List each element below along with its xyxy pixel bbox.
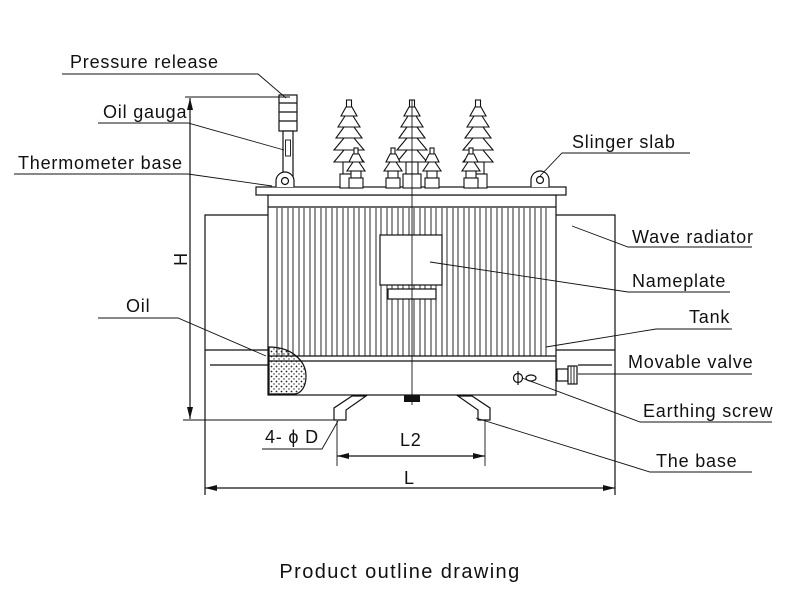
thermometer-base: [275, 171, 295, 187]
oil-gauga-label: Oil gauga: [103, 102, 187, 122]
tank-label: Tank: [689, 307, 730, 327]
thermometer-base-hole: [280, 176, 290, 186]
overall-length-label: L: [404, 468, 415, 488]
drain-plug: [404, 395, 420, 402]
oil-pocket: [268, 346, 307, 395]
pressure-release-label: Pressure release: [70, 52, 219, 72]
slinger-slab-label: Slinger slab: [572, 132, 676, 152]
radiator-left-panel: [204, 214, 268, 495]
valve-flange: [567, 365, 578, 385]
movable-valve: [556, 365, 578, 385]
thermometer-base-label: Thermometer base: [18, 153, 183, 173]
slinger-slab-hole: [535, 175, 545, 185]
tank-leader: [545, 328, 732, 348]
oil-gauga-leader: [98, 122, 285, 151]
base-foot-right: [456, 395, 491, 421]
lv-bushing-2: [383, 147, 403, 189]
movable-valve-label: Movable valve: [628, 352, 753, 372]
pressure-release-device: [278, 94, 298, 182]
pressure-release-leader: [62, 73, 287, 99]
earthing-screw-leader: [521, 377, 772, 423]
the-base-leader: [475, 417, 752, 473]
base-foot-left: [333, 395, 368, 421]
radiator-right-panel: [556, 214, 616, 495]
nameplate: [379, 234, 443, 300]
leader-lines: [14, 73, 772, 473]
height-dimension-label: H: [171, 252, 191, 266]
lv-bushing-3: [422, 147, 442, 189]
pressure-release-bands: [279, 102, 297, 122]
oil-gauge-window: [285, 139, 291, 157]
slinger-slab: [530, 170, 550, 187]
mounting-holes-label: 4- ϕ D: [265, 427, 319, 447]
nameplate-plate: [379, 234, 443, 286]
wave-radiator-label: Wave radiator: [632, 227, 754, 247]
earthing-screw-label: Earthing screw: [643, 401, 773, 421]
pressure-release-head: [278, 94, 298, 132]
nameplate-label: Nameplate: [632, 271, 726, 291]
earthing-screw: [512, 371, 537, 385]
height-extension-lines: [183, 96, 336, 421]
drawing-caption: Product outline drawing: [279, 561, 520, 583]
valve-body: [556, 368, 569, 382]
valve-ribs: [570, 366, 575, 384]
oil-leader: [98, 317, 267, 357]
thermometer-base-leader: [14, 173, 273, 187]
slinger-slab-leader: [539, 152, 690, 177]
mounting-holes-leader: [262, 420, 339, 450]
the-base-label: The base: [656, 451, 737, 471]
base-spacing-label: L2: [400, 430, 422, 450]
oil-label: Oil: [126, 296, 150, 316]
wave-radiator-frame: [204, 214, 616, 495]
base-feet: [333, 395, 491, 421]
wave-radiator-leader: [571, 225, 752, 248]
nameplate-leader: [429, 261, 730, 293]
